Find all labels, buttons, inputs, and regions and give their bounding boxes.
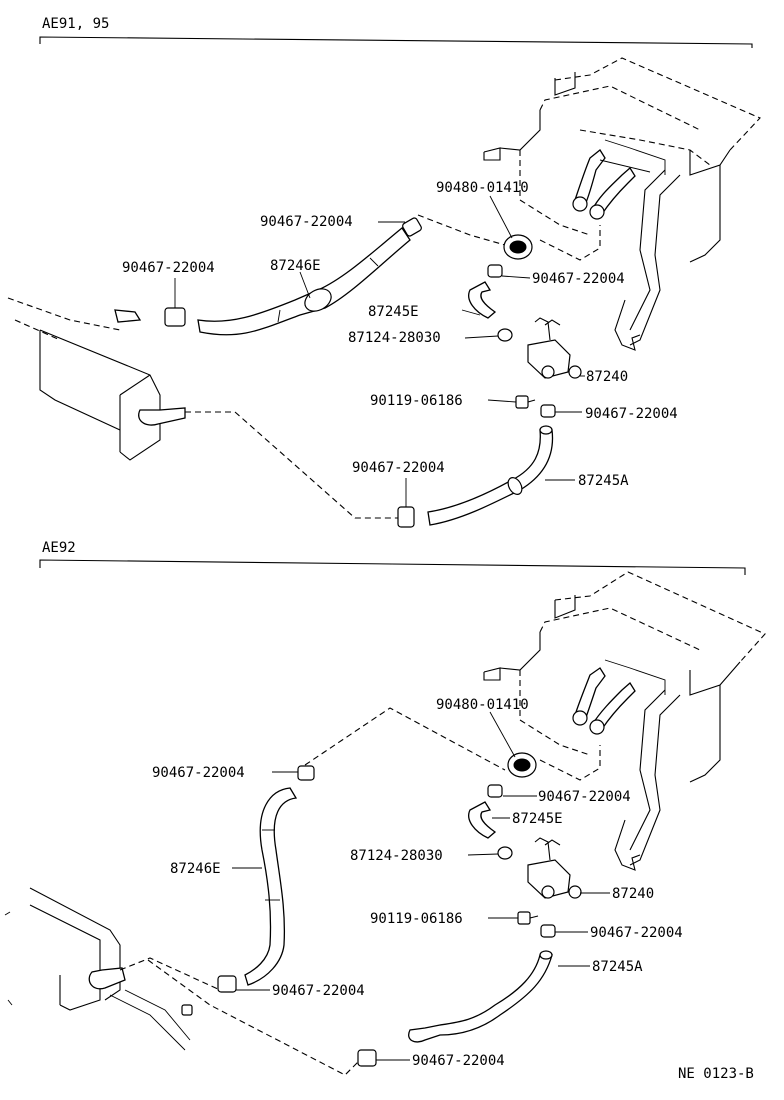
hose-clip <box>487 264 503 278</box>
heater-unit <box>483 571 766 871</box>
heater-unit <box>483 57 761 351</box>
label-gasket: 87124-28030 <box>348 330 441 346</box>
leader-lines <box>174 195 585 507</box>
grommet <box>503 234 533 260</box>
label-clip: 90467-22004 <box>532 271 625 287</box>
label-bolt: 90119-06186 <box>370 911 463 927</box>
water-valve <box>527 317 582 379</box>
hose-87245a <box>408 954 553 1043</box>
water-valve <box>527 837 582 899</box>
label-clip: 90467-22004 <box>590 925 683 941</box>
engine-block <box>4 887 193 1051</box>
label-gasket: 87124-28030 <box>350 848 443 864</box>
section-divider <box>39 36 753 48</box>
hose-clip <box>487 784 503 798</box>
bolt <box>517 911 539 925</box>
section-ae92: AE92 <box>4 540 766 1076</box>
label-hose-87245e: 87245E <box>368 304 419 320</box>
label-clip: 90467-22004 <box>272 983 365 999</box>
hose-clip <box>540 404 556 418</box>
gasket <box>497 328 513 342</box>
hose-87246e <box>244 787 298 986</box>
hose-87246e <box>197 227 411 336</box>
label-bolt: 90119-06186 <box>370 393 463 409</box>
label-grommet: 90480-01410 <box>436 697 529 713</box>
hose-clip <box>297 765 315 781</box>
label-clip: 90467-22004 <box>585 406 678 422</box>
hose-clip <box>402 217 422 237</box>
hose-clip <box>540 924 556 938</box>
gasket <box>497 846 513 860</box>
label-clip: 90467-22004 <box>122 260 215 276</box>
label-clip: 90467-22004 <box>538 789 631 805</box>
hose-87245e <box>468 281 497 319</box>
section-divider <box>39 559 746 575</box>
label-hose-87245e: 87245E <box>512 811 563 827</box>
label-hose-87245a: 87245A <box>578 473 629 489</box>
label-clip: 90467-22004 <box>412 1053 505 1069</box>
leader-lines <box>232 711 610 1061</box>
label-hose-87246e: 87246E <box>270 258 321 274</box>
bolt <box>515 395 536 409</box>
hose-clip <box>217 975 237 993</box>
section-title: AE91, 95 <box>42 16 109 32</box>
hose-87245a <box>427 429 554 526</box>
engine-block <box>7 297 186 461</box>
label-clip: 90467-22004 <box>352 460 445 476</box>
hose-clip <box>164 307 186 327</box>
hose-clip <box>357 1049 377 1067</box>
label-hose-87246e: 87246E <box>170 861 221 877</box>
section-title: AE92 <box>42 540 76 556</box>
label-clip: 90467-22004 <box>152 765 245 781</box>
section-ae91-95: AE91, 95 <box>7 16 761 528</box>
label-hose-87245a: 87245A <box>592 959 643 975</box>
label-clip: 90467-22004 <box>260 214 353 230</box>
label-valve: 87240 <box>612 886 654 902</box>
label-valve: 87240 <box>586 369 628 385</box>
hose-87245e <box>468 801 497 839</box>
hose-clip <box>397 506 415 528</box>
grommet <box>507 752 537 778</box>
diagram-code: NE 0123-B <box>678 1066 754 1082</box>
label-grommet: 90480-01410 <box>436 180 529 196</box>
